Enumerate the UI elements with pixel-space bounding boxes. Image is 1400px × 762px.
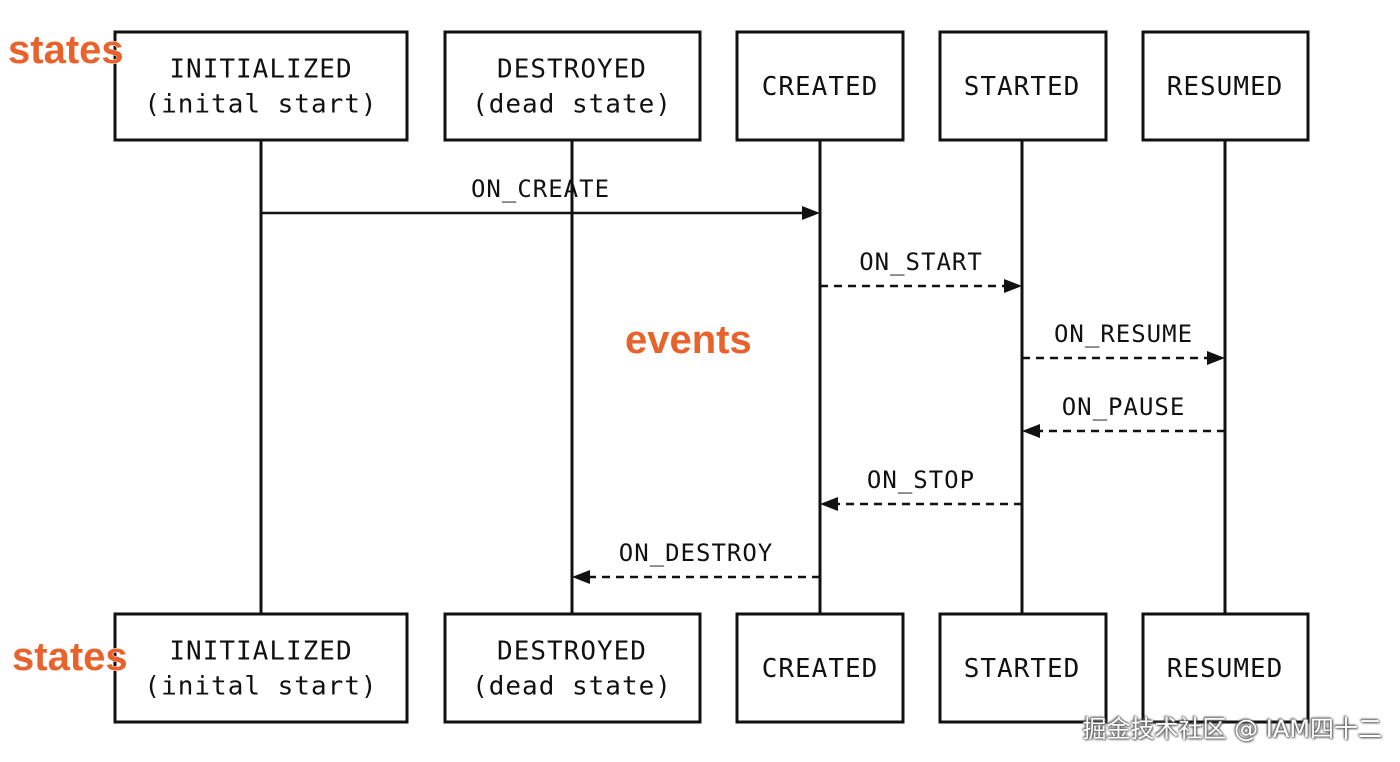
state-box-initialized-top: INITIALIZED (inital start) <box>113 30 409 142</box>
state-boxes-bottom: INITIALIZED (inital start) DESTROYED (dead … <box>113 612 1310 724</box>
message-on-pause: ON_PAUSE <box>1022 393 1225 438</box>
state-label: (dead state) <box>472 90 672 120</box>
arrowhead-icon <box>1004 279 1022 293</box>
state-label: DESTROYED <box>497 637 647 667</box>
state-box-frame <box>443 30 702 142</box>
message-on-start: ON_START <box>820 248 1022 293</box>
message-on-destroy: ON_DESTROY <box>572 539 820 584</box>
message-on-resume: ON_RESUME <box>1022 320 1225 365</box>
message-label: ON_START <box>859 248 983 276</box>
state-label: INITIALIZED <box>169 637 352 667</box>
state-box-destroyed-top: DESTROYED (dead state) <box>443 30 702 142</box>
event-messages: ON_CREATE ON_START ON_RESUME ON_PAUSE ON_STO… <box>261 175 1225 584</box>
state-label: RESUMED <box>1167 654 1284 684</box>
state-box-frame <box>1141 612 1310 724</box>
lifelines <box>259 140 1227 614</box>
state-box-frame <box>938 30 1108 142</box>
annotations: states states events <box>8 28 753 680</box>
events-annotation: events <box>625 318 752 362</box>
message-label: ON_PAUSE <box>1062 393 1186 421</box>
state-box-frame <box>938 612 1108 724</box>
states-annotation-bottom: states <box>12 635 128 679</box>
state-box-created-bottom: CREATED <box>735 612 905 724</box>
message-label: ON_RESUME <box>1054 320 1193 348</box>
state-label: CREATED <box>762 72 879 102</box>
state-label: INITIALIZED <box>169 55 352 85</box>
state-box-resumed-bottom: RESUMED <box>1141 612 1310 724</box>
state-label: (inital start) <box>144 90 377 120</box>
state-label: RESUMED <box>1167 72 1284 102</box>
arrowhead-icon <box>1022 424 1040 438</box>
state-label: STARTED <box>964 72 1081 102</box>
state-box-destroyed-bottom: DESTROYED (dead state) <box>443 612 702 724</box>
state-label: (dead state) <box>472 672 672 702</box>
state-box-frame <box>113 612 409 724</box>
state-box-frame <box>735 30 905 142</box>
state-label: CREATED <box>762 654 879 684</box>
message-label: ON_CREATE <box>471 175 610 203</box>
message-on-create: ON_CREATE <box>261 175 820 220</box>
state-label: STARTED <box>964 654 1081 684</box>
states-annotation-top: states <box>8 28 124 72</box>
state-box-frame <box>113 30 409 142</box>
arrowhead-icon <box>802 206 820 220</box>
state-box-resumed-top: RESUMED <box>1141 30 1310 142</box>
watermark: 掘金技术社区 @ IAM四十二 <box>1082 715 1382 743</box>
state-label: (inital start) <box>144 672 377 702</box>
state-box-frame <box>1141 30 1310 142</box>
state-box-frame <box>443 612 702 724</box>
state-box-initialized-bottom: INITIALIZED (inital start) <box>113 612 409 724</box>
state-label: DESTROYED <box>497 55 647 85</box>
message-on-stop: ON_STOP <box>820 466 1022 511</box>
state-boxes-top: INITIALIZED (inital start) DESTROYED (dead … <box>113 30 1310 142</box>
state-box-started-top: STARTED <box>938 30 1108 142</box>
state-box-started-bottom: STARTED <box>938 612 1108 724</box>
arrowhead-icon <box>1207 351 1225 365</box>
state-box-created-top: CREATED <box>735 30 905 142</box>
state-box-frame <box>735 612 905 724</box>
arrowhead-icon <box>820 497 838 511</box>
message-label: ON_DESTROY <box>619 539 774 567</box>
message-label: ON_STOP <box>867 466 975 494</box>
arrowhead-icon <box>572 570 590 584</box>
